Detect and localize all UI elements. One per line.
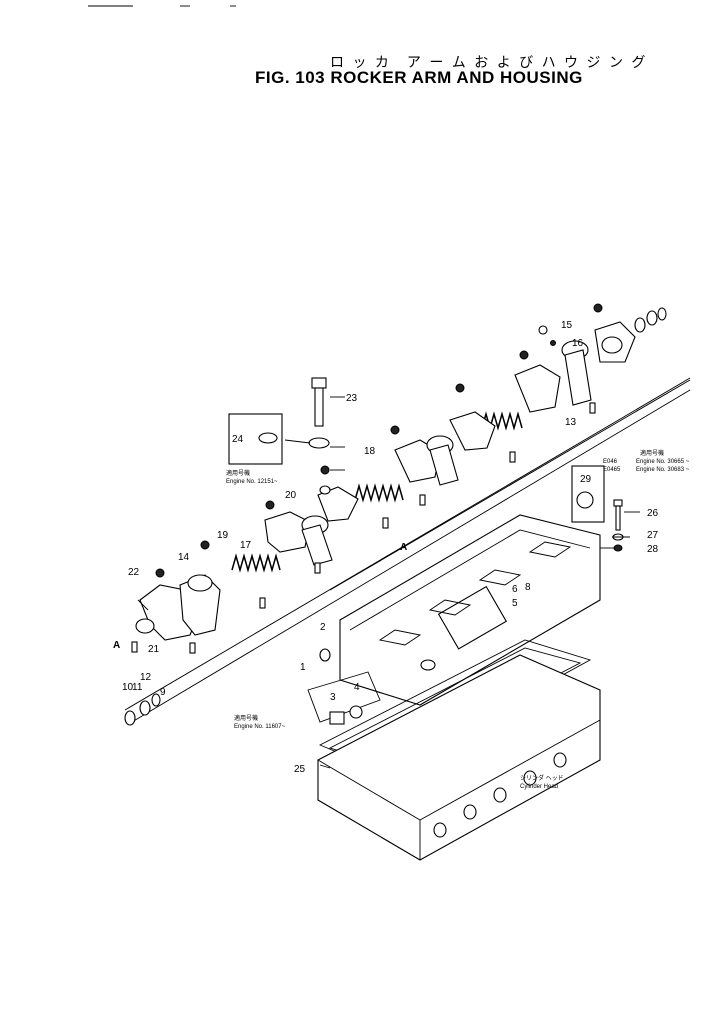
callout-labels: 1 2 3 4 5 6 8 9 10 11 12 13 14 15 16 17 … <box>113 320 659 775</box>
adjusting-screws <box>131 402 596 654</box>
callout-6: 6 <box>512 584 518 595</box>
callout-14-a: 14 <box>178 552 190 563</box>
section-mark-a-left: A <box>113 640 120 651</box>
callout-15: 15 <box>561 320 573 331</box>
callout-4: 4 <box>354 682 360 693</box>
oil-plug-parts <box>538 325 556 346</box>
cylinder-head-jp: シリンダ ヘッド <box>520 774 564 782</box>
rocker-shaft <box>124 377 691 723</box>
callout-28: 28 <box>647 544 659 555</box>
callout-19-a: 19 <box>217 530 229 541</box>
washer-detail-box <box>228 413 283 465</box>
figure-title: FIG. 103 ROCKER ARM AND HOUSING <box>255 68 583 87</box>
shaft-end-parts-left <box>124 693 161 726</box>
engine-notes: 適用号機 Engine No. 12151~ 適用号機 Engine No. 1… <box>226 449 690 790</box>
callout-8: 8 <box>525 582 531 593</box>
note-11607: Engine No. 11607~ <box>234 724 286 730</box>
callout-27: 27 <box>647 530 659 541</box>
callout-24-box: 24 <box>232 434 244 445</box>
callout-1: 1 <box>300 662 306 673</box>
note-12151: Engine No. 12151~ <box>226 479 278 485</box>
callout-18: 18 <box>364 446 376 457</box>
callout-5: 5 <box>512 598 518 609</box>
cap-detail-box <box>571 465 605 523</box>
rocker-housing <box>339 514 601 706</box>
callout-25: 25 <box>294 764 306 775</box>
callout-2: 2 <box>320 622 326 633</box>
callout-16: 16 <box>572 338 584 349</box>
callout-26: 26 <box>647 508 659 519</box>
applicability-text-1: Engine No. 30665 ~ <box>636 459 690 465</box>
callout-13: 13 <box>565 417 577 428</box>
cylinder-head <box>317 654 601 861</box>
note-11607-jp: 適用号機 <box>234 714 258 722</box>
shaft-end-parts-right <box>634 307 667 333</box>
filler-plug-parts <box>307 648 381 725</box>
spring-middle <box>354 483 404 503</box>
callout-9: 9 <box>160 687 166 698</box>
figure-title-japanese: ロ ッ カ ア ー ム お よ び ハ ウ ジ ン グ <box>330 55 648 71</box>
callout-22-a: 22 <box>128 567 140 578</box>
callout-12-left: 12 <box>140 672 152 683</box>
applicability-model-1: E046 <box>603 459 618 465</box>
applicability-jp: 適用号機 <box>640 449 664 457</box>
rocker-arm-assembly-3 <box>394 411 496 486</box>
callout-29: 29 <box>580 474 592 485</box>
cover-bolt-set <box>612 499 624 552</box>
rocker-bolt-23 <box>308 377 331 495</box>
spring-lower <box>231 553 281 573</box>
callout-20-a: 20 <box>285 490 297 501</box>
callout-10-left: 10 <box>122 682 134 693</box>
note-12151-jp: 適用号機 <box>226 469 250 477</box>
leader-lines <box>137 396 640 769</box>
callout-11-left: 11 <box>132 682 143 693</box>
rocker-arm-assembly-1 <box>135 574 221 641</box>
applicability-text-2: Engine No. 30683 ~ <box>636 467 690 473</box>
guide-line <box>329 379 691 591</box>
cylinder-head-label: Cylinder Head <box>520 784 558 790</box>
callout-17-a: 17 <box>240 540 252 551</box>
adjusting-nuts <box>155 303 603 578</box>
callout-23: 23 <box>346 393 358 404</box>
callout-21: 21 <box>148 644 160 655</box>
section-mark-a-right: A <box>400 542 407 553</box>
rocker-arm-assembly-2 <box>264 486 359 566</box>
callout-3: 3 <box>330 692 336 703</box>
applicability-model-2: E0465 <box>603 467 621 473</box>
rocker-arm-assembly-4 <box>514 321 636 413</box>
